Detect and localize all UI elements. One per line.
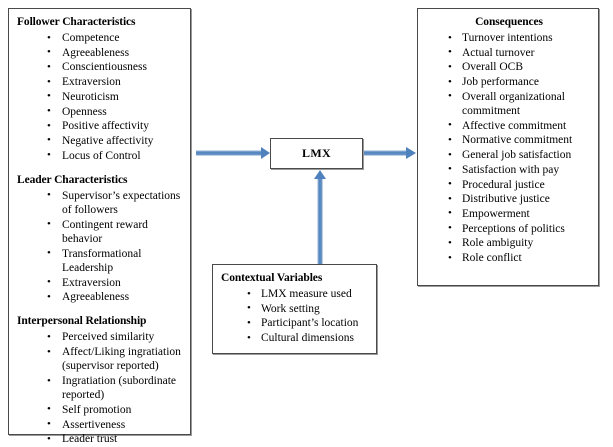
list-item: Role ambiguity (426, 236, 592, 250)
list-item: Role conflict (426, 251, 592, 265)
contextual-variables-box: Contextual Variables LMX measure used Wo… (212, 264, 377, 354)
group-title-consequences: Consequences (475, 16, 543, 28)
group-title-interpersonal-relationship: Interpersonal Relationship (17, 315, 147, 328)
list-contextual-variables: LMX measure used Work setting Participan… (221, 286, 370, 345)
group-follower-characteristics: Follower Characteristics Competence Agre… (17, 15, 184, 163)
list-item: Agreeableness (17, 45, 184, 60)
list-item: LMX measure used (221, 286, 370, 301)
list-item: Perceived similarity (17, 330, 184, 344)
list-item: Openness (17, 104, 184, 119)
list-item: Neuroticism (17, 89, 184, 104)
list-item: Contingent reward behavior (17, 217, 184, 246)
lmx-box: LMX (270, 138, 363, 169)
list-item: Ingratiation (subordinate reported) (17, 374, 184, 402)
arrow-lmx-to-consequences (364, 147, 416, 159)
list-item: Competence (17, 30, 184, 45)
list-item: Positive affectivity (17, 119, 184, 133)
group-title-follower-characteristics: Follower Characteristics (17, 16, 136, 28)
antecedents-box: Follower Characteristics Competence Agre… (8, 8, 191, 446)
list-item: Perceptions of politics (426, 221, 592, 236)
arrow-contextual-to-lmx (314, 170, 326, 264)
list-item: Assertiveness (17, 417, 184, 432)
list-item: Empowerment (426, 206, 592, 221)
list-item: Turnover intentions (426, 30, 592, 45)
list-item: Conscientiousness (17, 60, 184, 74)
list-item: Normative commitment (426, 133, 592, 147)
list-item: Distributive justice (426, 192, 592, 206)
list-interpersonal-relationship: Perceived similarity Affect/Liking ingra… (17, 330, 184, 446)
list-item: Participant’s location (221, 316, 370, 330)
list-item: Job performance (426, 75, 592, 89)
list-item: Work setting (221, 301, 370, 316)
list-item: Extraversion (17, 275, 184, 290)
list-item: Cultural dimensions (221, 331, 370, 345)
list-item: Overall OCB (426, 60, 592, 74)
arrow-antecedents-to-lmx (196, 147, 270, 159)
list-item: Overall organizational commitment (426, 89, 592, 118)
list-item: General job satisfaction (426, 148, 592, 162)
list-item: Procedural justice (426, 177, 592, 192)
list-item: Supervisor’s expectations of followers (17, 188, 184, 217)
list-item: Self promotion (17, 402, 184, 417)
group-title-leader-characteristics: Leader Characteristics (17, 173, 128, 186)
list-item: Extraversion (17, 75, 184, 89)
group-interpersonal-relationship: Interpersonal Relationship Perceived sim… (17, 314, 184, 446)
list-item: Leader trust (17, 432, 184, 446)
list-item: Affective commitment (426, 118, 592, 133)
lmx-label: LMX (302, 146, 331, 160)
list-item: Satisfaction with pay (426, 162, 592, 177)
group-title-contextual-variables: Contextual Variables (221, 272, 323, 284)
list-item: Negative affectivity (17, 133, 184, 148)
list-item: Agreeableness (17, 290, 184, 304)
list-consequences: Turnover intentions Actual turnover Over… (426, 30, 592, 265)
consequences-box: Consequences Turnover intentions Actual … (417, 8, 599, 286)
list-follower-characteristics: Competence Agreeableness Conscientiousne… (17, 30, 184, 163)
list-item: Locus of Control (17, 148, 184, 163)
list-item: Transformational Leadership (17, 246, 184, 275)
group-leader-characteristics: Leader Characteristics Supervisor’s expe… (17, 173, 184, 305)
list-leader-characteristics: Supervisor’s expectations of followers C… (17, 188, 184, 305)
list-item: Actual turnover (426, 45, 592, 60)
list-item: Affect/Liking ingratiation (supervisor r… (17, 345, 184, 373)
